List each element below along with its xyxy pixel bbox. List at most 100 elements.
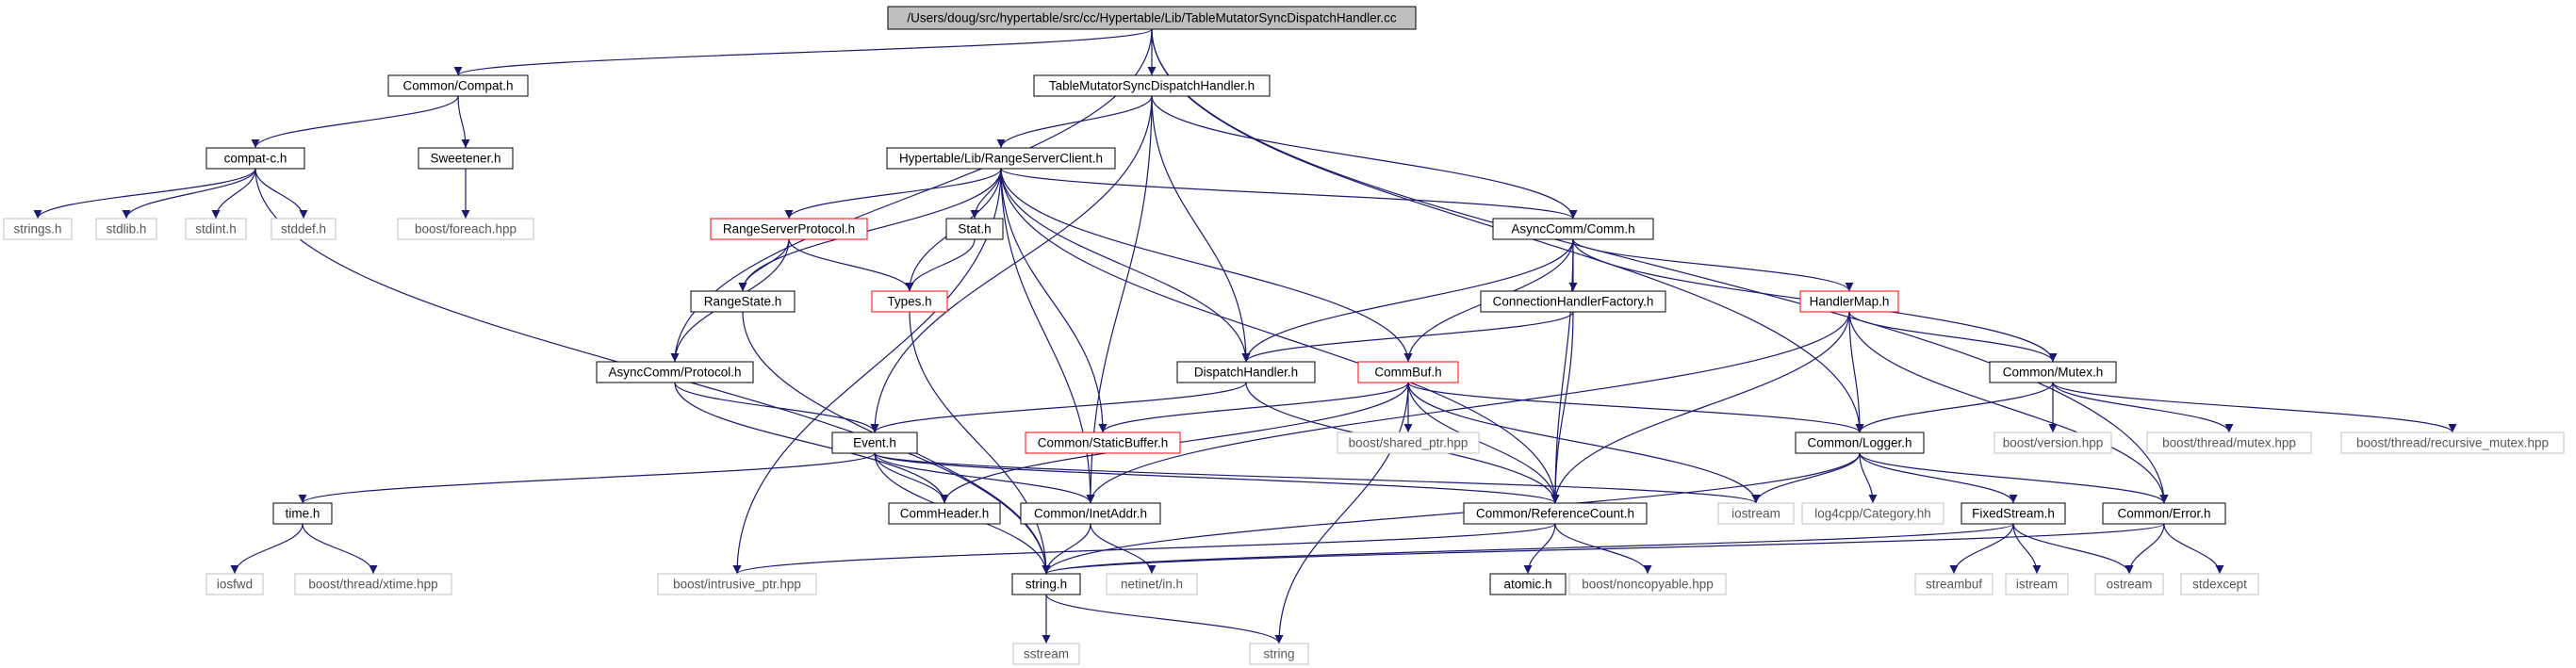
node-netinet-in: netinet/in.h: [1106, 573, 1198, 595]
node-label: Types.h: [887, 295, 931, 309]
node-commheader-h[interactable]: CommHeader.h: [888, 502, 1001, 525]
node-label: streambuf: [1926, 578, 1982, 592]
node-string-h[interactable]: string.h: [1011, 573, 1081, 595]
node-sweetener-h[interactable]: Sweetener.h: [418, 147, 514, 170]
node-label: Common/ReferenceCount.h: [1476, 507, 1634, 521]
node-stat-h[interactable]: Stat.h: [945, 218, 1004, 240]
node-sstream: sstream: [1012, 643, 1080, 665]
node-label: /Users/doug/src/hypertable/src/cc/Hypert…: [907, 11, 1396, 25]
edge-logger_h-to-iostream: [1751, 452, 1861, 504]
node-streambuf: streambuf: [1914, 573, 1994, 595]
edge-commbuf_h-to-logger_h: [1407, 382, 1864, 433]
edge-logger_h-to-error_h: [1859, 452, 2169, 504]
edge-compatc_h-to-stddef_h: [254, 168, 308, 220]
node-box: [657, 573, 817, 595]
node-atomic-h[interactable]: atomic.h: [1489, 573, 1567, 595]
node-box: [1801, 502, 1944, 525]
edge-fixedstream_h-to-ostream: [2012, 523, 2134, 575]
node-types-h[interactable]: Types.h: [871, 290, 948, 313]
edge-rsclient_h-to-staticbuf_h: [1000, 168, 1108, 433]
node-box: [1106, 573, 1198, 595]
node-label: stddef.h: [281, 222, 326, 236]
node-box: [1463, 502, 1648, 525]
node-dispatch-h[interactable]: DispatchHandler.h: [1176, 361, 1316, 383]
node-label: ConnectionHandlerFactory.h: [1493, 295, 1654, 309]
node-label: boost/intrusive_ptr.hpp: [673, 578, 801, 592]
node-box: [690, 290, 796, 313]
node-box: [886, 147, 1116, 170]
node-event-h[interactable]: Event.h: [831, 432, 918, 454]
node-boost-recmutex: boost/thread/recursive_mutex.hpp: [2340, 432, 2565, 454]
node-iosfwd: iosfwd: [205, 573, 264, 595]
node-fixedstream-h[interactable]: FixedStream.h: [1961, 502, 2066, 525]
node-label: AsyncComm/Comm.h: [1511, 222, 1634, 236]
node-boost-foreach: boost/foreach.hpp: [397, 218, 534, 240]
node-stdint-h: stdint.h: [185, 218, 247, 240]
node-chfactory-h[interactable]: ConnectionHandlerFactory.h: [1480, 290, 1666, 313]
node-box: [1176, 361, 1316, 383]
edge-time_h-to-iosfwd: [230, 523, 304, 575]
node-box: [1568, 573, 1727, 595]
edge-time_h-to-boost_xtime: [302, 523, 378, 575]
node-mutex-h[interactable]: Common/Mutex.h: [1989, 361, 2117, 383]
node-inetaddr-h[interactable]: Common/InetAddr.h: [1020, 502, 1161, 525]
edge-types_h-to-string_h: [909, 311, 1051, 575]
node-box: [2340, 432, 2565, 454]
edge-rsprotocol_h-to-types_h: [788, 238, 914, 292]
node-rsclient-h[interactable]: Hypertable/Lib/RangeServerClient.h: [886, 147, 1116, 170]
edge-logger_h-to-log4cpp: [1859, 452, 1878, 504]
edge-rsclient_h-to-refcount_h: [1000, 168, 1560, 504]
node-handlermap-h[interactable]: HandlerMap.h: [1799, 290, 1899, 313]
node-box: [1033, 74, 1271, 97]
node-label: stdint.h: [195, 222, 237, 236]
node-comm-h[interactable]: AsyncComm/Comm.h: [1492, 218, 1654, 240]
node-label: sstream: [1024, 647, 1069, 661]
node-box: [205, 573, 264, 595]
node-label: stdlib.h: [107, 222, 147, 236]
node-compat-h[interactable]: Common/Compat.h: [387, 74, 529, 97]
node-box: [95, 218, 157, 240]
edge-root-to-compat_h: [453, 28, 1153, 76]
node-box: [596, 361, 754, 383]
edge-compatc_h-to-strings_h: [33, 168, 256, 220]
edge-compat_h-to-compatc_h: [251, 95, 459, 149]
edge-event_h-to-time_h: [298, 452, 876, 504]
node-strings-h: strings.h: [3, 218, 73, 240]
node-label: boost/version.hpp: [2003, 436, 2104, 450]
node-stdexcept: stdexcept: [2180, 573, 2259, 595]
node-box: [1480, 290, 1666, 313]
node-box: [1357, 361, 1459, 383]
node-logger-h[interactable]: Common/Logger.h: [1795, 432, 1925, 454]
node-label: Common/Error.h: [2117, 507, 2210, 521]
node-box: [1020, 502, 1161, 525]
edge-handlermap_h-to-error_h: [1848, 311, 2169, 504]
node-boost-noncopyable: boost/noncopyable.hpp: [1568, 573, 1727, 595]
nodes-layer: /Users/doug/src/hypertable/src/cc/Hypert…: [3, 6, 2565, 665]
node-time-h[interactable]: time.h: [272, 502, 333, 525]
node-commbuf-h[interactable]: CommBuf.h: [1357, 361, 1459, 383]
node-rangestate-h[interactable]: RangeState.h: [690, 290, 796, 313]
node-label: boost/noncopyable.hpp: [1582, 578, 1714, 592]
node-label: Event.h: [853, 436, 896, 450]
node-boost-intrusive: boost/intrusive_ptr.hpp: [657, 573, 817, 595]
node-label: strings.h: [13, 222, 61, 236]
node-refcount-h[interactable]: Common/ReferenceCount.h: [1463, 502, 1648, 525]
edge-compatc_h-to-stdlib_h: [122, 168, 256, 220]
node-label: Sweetener.h: [430, 152, 500, 166]
node-box: [871, 290, 948, 313]
node-staticbuf-h[interactable]: Common/StaticBuffer.h: [1025, 432, 1181, 454]
edge-chfactory_h-to-dispatch_h: [1241, 311, 1574, 363]
node-root[interactable]: /Users/doug/src/hypertable/src/cc/Hypert…: [887, 6, 1417, 30]
node-tmsdh-h[interactable]: TableMutatorSyncDispatchHandler.h: [1033, 74, 1271, 97]
edge-handlermap_h-to-mutex_h: [1848, 311, 2058, 363]
node-box: [2094, 573, 2164, 595]
node-label: boost/foreach.hpp: [415, 222, 517, 236]
node-protocol-h[interactable]: AsyncComm/Protocol.h: [596, 361, 754, 383]
node-label: atomic.h: [1503, 578, 1551, 592]
node-rsprotocol-h[interactable]: RangeServerProtocol.h: [710, 218, 868, 240]
node-box: [1489, 573, 1567, 595]
node-compatc-h[interactable]: compat-c.h: [205, 147, 305, 170]
node-box: [3, 218, 73, 240]
node-error-h[interactable]: Common/Error.h: [2102, 502, 2226, 525]
edge-event_h-to-inetaddr_h: [874, 452, 1095, 504]
